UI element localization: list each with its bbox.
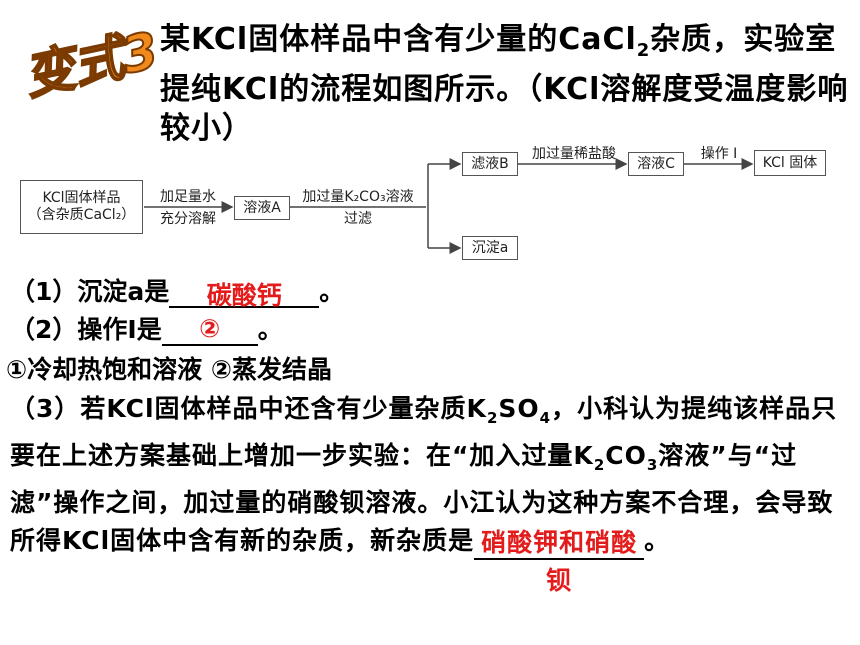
box-precipitate-a: 沉淀a: [462, 236, 518, 260]
question-2: （2）操作Ⅰ是 ② 。: [10, 310, 283, 346]
question-1: （1）沉淀a是 碳酸钙 。: [10, 272, 345, 310]
q2-suffix: 。: [257, 315, 283, 344]
q1-answer-blank[interactable]: 碳酸钙: [169, 276, 320, 310]
variant-badge-icon: 变式3: [18, 20, 164, 100]
q3-part-a: （3）若KCl固体样品中还含有少量杂质K: [10, 394, 487, 423]
box-kcl-sample-line1: KCl固体样品: [42, 190, 121, 206]
q3-sub1: 2: [486, 409, 499, 427]
q3-part-a4: CO: [605, 441, 647, 470]
q3-part-a3: ，小科认为提纯该样品只要在上述方案基础上增加一步实验：在“加入过量K: [10, 394, 838, 470]
q2-prefix: （2）操作Ⅰ是: [10, 315, 162, 344]
q3-sub4: 3: [646, 456, 659, 474]
label-operation-1: 操作 I: [700, 146, 738, 162]
label-add-water: 加足量水: [160, 189, 216, 205]
q3-part-a5: 溶液”与“过滤”操作之间，加过量的硝酸钡溶液。小江认为这种方案不合理，会导致所得…: [10, 441, 834, 555]
intro-part2: 杂质，实验室提纯KCl的流程如图所示。（KCl溶解度受温度影响较小）: [160, 22, 849, 146]
flow-connectors: [144, 158, 754, 254]
problem-intro: 某KCl固体样品中含有少量的CaCl2杂质，实验室提纯KCl的流程如图所示。（K…: [160, 20, 850, 148]
label-dissolve: 充分溶解: [160, 211, 216, 227]
box-kcl-product: KCl 固体: [754, 150, 826, 176]
label-filter: 过滤: [344, 211, 372, 227]
box-solution-a: 溶液A: [234, 196, 290, 220]
q2-answer-blank[interactable]: ②: [161, 314, 258, 346]
question-3: （3）若KCl固体样品中还含有少量杂质K2SO4，小科认为提纯该样品只要在上述方…: [10, 390, 850, 595]
box-filtrate-b: 滤液B: [462, 152, 518, 176]
intro-part1: 某KCl固体样品中含有少量的CaCl: [160, 22, 637, 57]
q3-sub2: 4: [539, 409, 552, 427]
box-kcl-sample: KCl固体样品 （含杂质CaCl₂）: [20, 180, 143, 234]
box-solution-c: 溶液C: [628, 152, 684, 176]
operation-options: ①冷却热饱和溶液 ②蒸发结晶: [6, 355, 333, 384]
q3-suffix: 。: [644, 526, 671, 555]
q3-answer: 硝酸钾和硝酸钡: [481, 528, 638, 595]
q2-answer: ②: [199, 314, 221, 343]
label-add-hcl: 加过量稀盐酸: [532, 146, 616, 162]
q1-answer: 碳酸钙: [206, 281, 282, 310]
q1-prefix: （1）沉淀a是: [10, 277, 170, 306]
box-kcl-sample-line2: （含杂质CaCl₂）: [27, 207, 136, 223]
q3-part-a2: SO: [498, 394, 540, 423]
intro-subscript: 2: [636, 40, 651, 61]
q3-sub3: 2: [593, 456, 606, 474]
q1-suffix: 。: [319, 277, 345, 306]
q3-answer-blank[interactable]: 硝酸钾和硝酸钡: [474, 524, 645, 595]
label-add-k2co3: 加过量K₂CO₃溶液: [302, 189, 414, 205]
